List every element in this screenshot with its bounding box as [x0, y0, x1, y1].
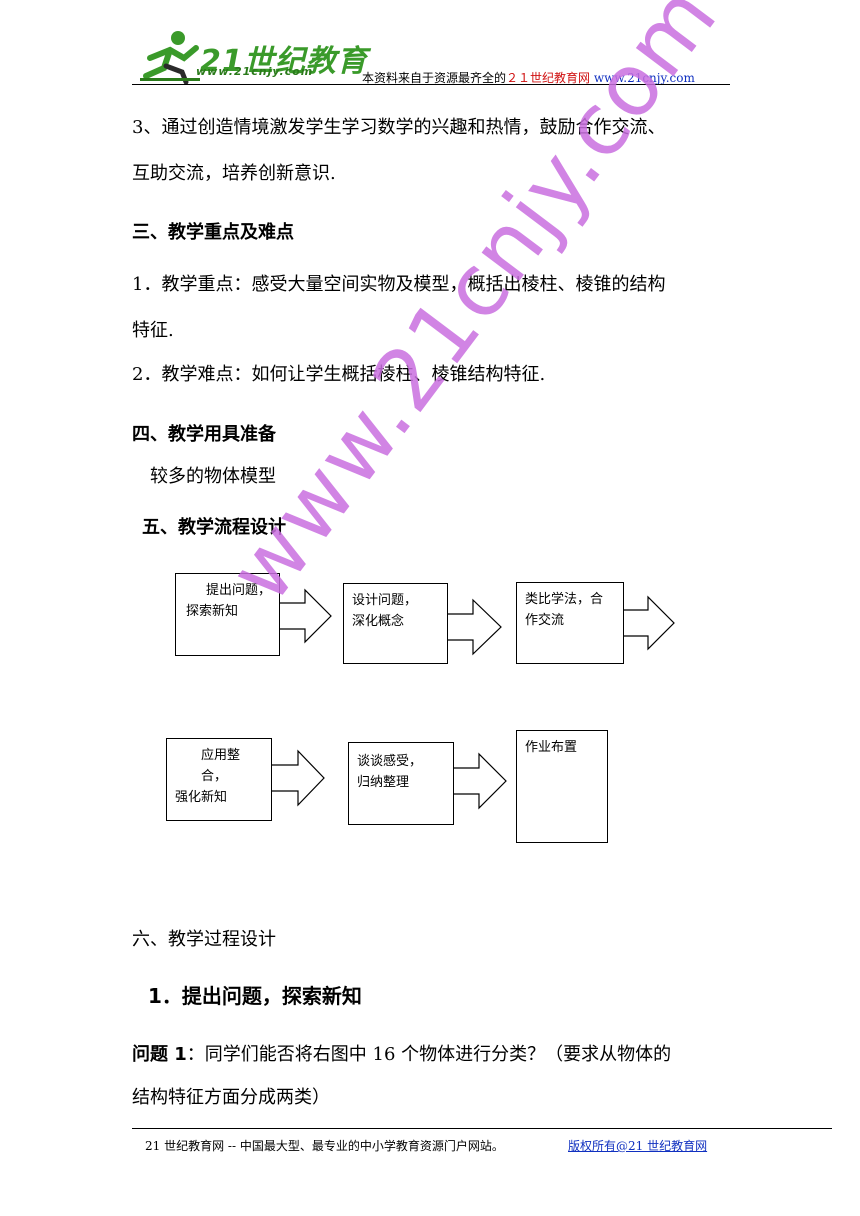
flow-box-apply: 应用整合， 强化新知: [166, 738, 272, 821]
flow-box-apply-line1: 应用整合，: [201, 748, 241, 784]
flow-box-apply-line2: 强化新知: [175, 790, 228, 805]
step1-title: 1．提出问题，探索新知: [148, 984, 362, 1008]
flow-box-propose-line1: 提出问题，: [206, 583, 272, 598]
flow-box-design-line1: 设计问题，: [352, 593, 418, 608]
header-site-link[interactable]: ２１世纪教育网: [506, 71, 591, 85]
footer-copyright-link[interactable]: 版权所有@21 世纪教育网: [568, 1139, 708, 1153]
question1-line1: 问题 1：同学们能否将右图中 16 个物体进行分类？（要求从物体的: [132, 1040, 671, 1070]
difficulty-line: 2．教学难点：如何让学生概括棱柱、棱锥结构特征.: [132, 364, 546, 385]
footer-divider: [132, 1128, 832, 1129]
flow-box-analogy-line1: 类比学法，合: [525, 592, 604, 607]
flow-box-summary-line1: 谈谈感受，: [357, 754, 423, 769]
flow-box-homework-line1: 作业布置: [525, 740, 578, 755]
question1-line2: 结构特征方面分成两类）: [132, 1087, 330, 1108]
goal3-line1: 3、通过创造情境激发学生学习数学的兴趣和热情，鼓励合作交流、: [132, 117, 666, 138]
flow-box-analogy: 类比学法，合 作交流: [516, 582, 624, 664]
flow-arrow-1: [278, 588, 332, 644]
flow-arrow-2: [446, 598, 502, 656]
logo-url: www.21cnjy.com: [196, 65, 314, 78]
watermark-text: www.21cnjy.com: [210, 0, 738, 621]
section4-title: 四、教学用具准备: [132, 424, 276, 445]
flow-box-summary-line2: 归纳整理: [357, 775, 410, 790]
logo-runner-icon: [140, 31, 200, 84]
question1-text: ：同学们能否将右图中 16 个物体进行分类？（要求从物体的: [186, 1044, 672, 1065]
header-divider: [132, 84, 730, 85]
flow-arrow-3: [622, 595, 675, 651]
question1-label: 问题 1: [132, 1044, 187, 1065]
header-note-prefix: 本资料来自于资源最齐全的: [362, 71, 507, 85]
flow-arrow-5: [452, 752, 507, 810]
section6-title: 六、教学过程设计: [132, 929, 276, 950]
flow-box-design: 设计问题， 深化概念: [343, 583, 448, 664]
flow-box-analogy-line2: 作交流: [525, 613, 565, 628]
section3-title: 三、教学重点及难点: [132, 222, 294, 243]
footer-left-text: 21 世纪教育网 -- 中国最大型、最专业的中小学教育资源门户网站。: [145, 1139, 504, 1153]
flow-box-design-line2: 深化概念: [352, 614, 405, 629]
logo-text: 21世纪教育: [200, 44, 368, 79]
key-point-line1: 1．教学重点：感受大量空间实物及模型，概括出棱柱、棱锥的结构: [132, 274, 666, 295]
key-point-line2: 特征.: [132, 320, 174, 341]
header-url-link[interactable]: www.21cnjy.com: [593, 71, 695, 85]
section5-title: 五、教学流程设计: [142, 517, 286, 538]
flow-box-propose: 提出问题， 探索新知: [175, 573, 280, 656]
flow-arrow-4: [270, 749, 325, 807]
flow-box-homework: 作业布置: [516, 730, 608, 843]
flow-box-propose-line2: 探索新知: [186, 604, 239, 619]
tools-line: 较多的物体模型: [150, 466, 276, 487]
goal3-line2: 互助交流，培养创新意识.: [132, 163, 336, 184]
header-note: 本资料来自于资源最齐全的２１世纪教育网 www.21cnjy.com: [362, 69, 695, 86]
flow-box-summary: 谈谈感受， 归纳整理: [348, 742, 454, 825]
